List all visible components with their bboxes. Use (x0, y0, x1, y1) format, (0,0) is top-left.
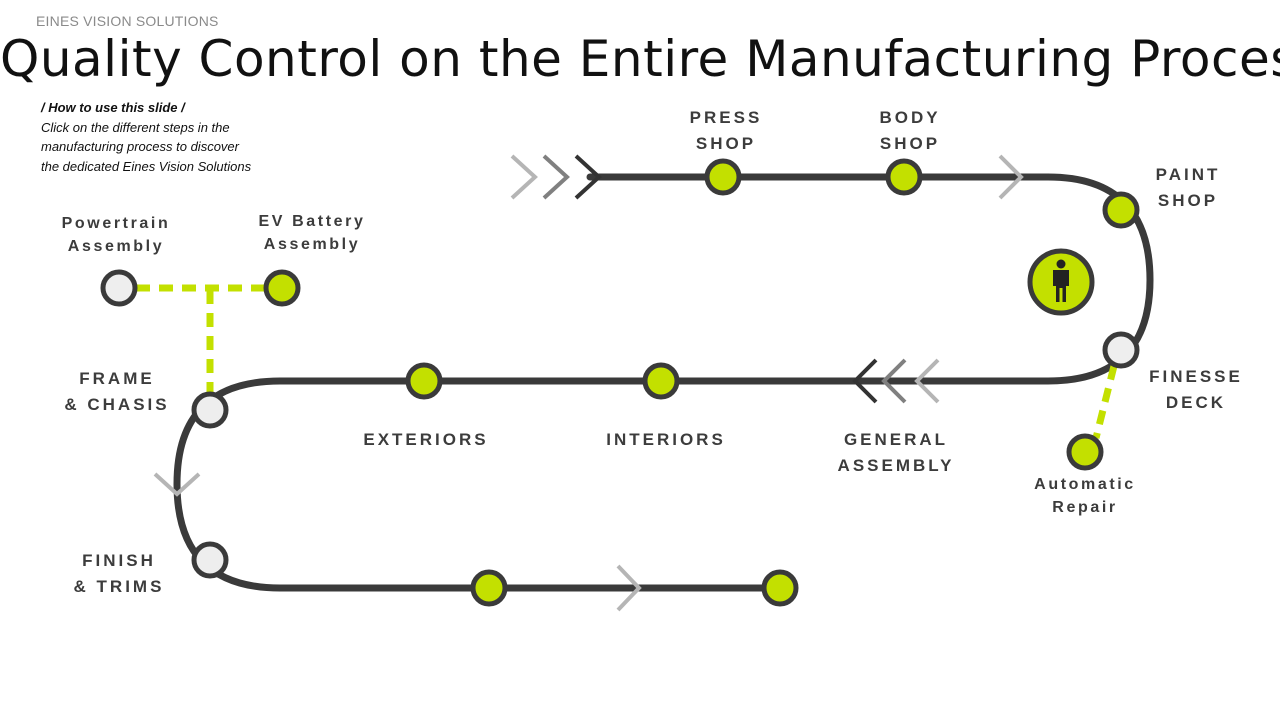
node-automatic-repair[interactable] (1066, 433, 1104, 471)
label-line: Powertrain (61, 215, 171, 232)
label-paint-shop[interactable]: PAINT SHOP (1138, 162, 1238, 214)
label-line: & CHASIS (64, 395, 170, 414)
node-powertrain-assembly[interactable] (100, 269, 138, 307)
reverse-chevrons-icon (852, 358, 940, 404)
label-line: Automatic (1034, 476, 1136, 493)
node-paint-shop[interactable] (1102, 191, 1140, 229)
chevron-down-icon (153, 472, 201, 497)
node-finish-trims[interactable] (191, 541, 229, 579)
label-line: Assembly (67, 238, 165, 255)
instructions-heading: / How to use this slide / (41, 100, 185, 115)
chevron-right-icon (998, 154, 1024, 200)
label-line: FINISH (82, 551, 156, 570)
label-line: Repair (1052, 499, 1118, 516)
branch-repair-line (1092, 365, 1118, 439)
brand-label: EINES VISION SOLUTIONS (36, 13, 219, 29)
label-line: FRAME (79, 369, 155, 388)
label-press-shop[interactable]: PRESS SHOP (676, 105, 776, 157)
label-line: EXTERIORS (363, 430, 489, 449)
label-ev-battery-assembly[interactable]: EV Battery Assembly (242, 210, 382, 256)
node-interiors[interactable] (642, 362, 680, 400)
instructions-line: the dedicated Eines Vision Solutions (41, 158, 252, 174)
label-line: INTERIORS (606, 430, 726, 449)
label-line: GENERAL (843, 430, 949, 449)
label-powertrain-assembly[interactable]: Powertrain Assembly (46, 212, 186, 258)
node-body-shop[interactable] (885, 158, 923, 196)
label-line: EV Battery (258, 213, 366, 230)
person-icon[interactable] (1027, 248, 1095, 316)
label-line: SHOP (879, 134, 941, 153)
entry-chevrons-icon (510, 154, 602, 200)
label-body-shop[interactable]: BODY SHOP (860, 105, 960, 157)
label-line: & TRIMS (73, 577, 165, 596)
label-line: FINESSE (1149, 367, 1243, 386)
node-finish-line-2[interactable] (761, 569, 799, 607)
label-line: PAINT (1155, 165, 1221, 184)
label-general-assembly[interactable]: GENERAL ASSEMBLY (828, 427, 964, 479)
label-exteriors[interactable]: EXTERIORS (356, 427, 496, 453)
label-frame-chasis[interactable]: FRAME & CHASIS (52, 366, 182, 418)
chevron-right-icon (616, 564, 642, 612)
instructions: / How to use this slide / Click on the d… (41, 98, 301, 176)
label-line: PRESS (689, 108, 763, 127)
node-finesse-deck[interactable] (1102, 331, 1140, 369)
label-line: DECK (1165, 393, 1227, 412)
label-automatic-repair[interactable]: Automatic Repair (1020, 473, 1150, 519)
label-finish-trims[interactable]: FINISH & TRIMS (56, 548, 182, 600)
node-ev-battery-assembly[interactable] (263, 269, 301, 307)
label-line: Assembly (263, 236, 361, 253)
label-line: SHOP (695, 134, 757, 153)
page-title: Quality Control on the Entire Manufactur… (0, 30, 1280, 88)
node-exteriors[interactable] (405, 362, 443, 400)
node-finish-line-1[interactable] (470, 569, 508, 607)
node-frame-chasis[interactable] (191, 391, 229, 429)
label-interiors[interactable]: INTERIORS (596, 427, 736, 453)
label-line: ASSEMBLY (837, 456, 955, 475)
node-press-shop[interactable] (704, 158, 742, 196)
instructions-line: Click on the different steps in the (41, 119, 230, 135)
label-finesse-deck[interactable]: FINESSE DECK (1140, 364, 1252, 416)
label-line: SHOP (1157, 191, 1219, 210)
instructions-line: manufacturing process to discover (41, 139, 239, 154)
label-line: BODY (879, 108, 941, 127)
